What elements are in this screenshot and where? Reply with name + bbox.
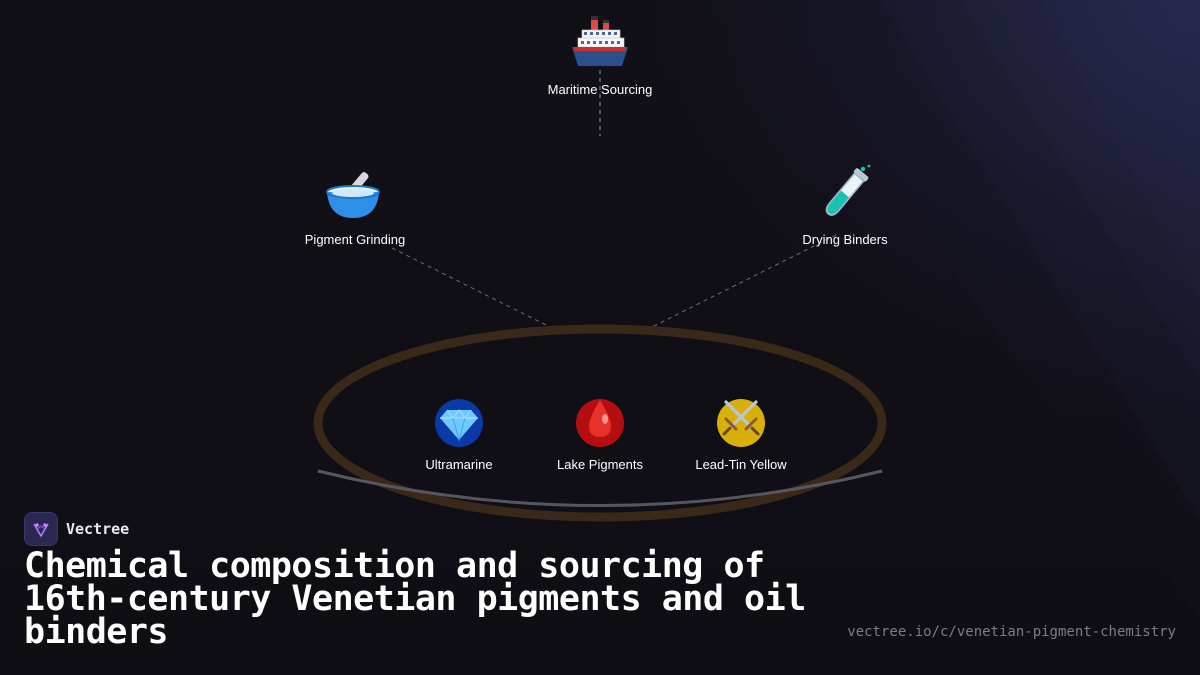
connector-binders (645, 234, 837, 331)
node-pigment-grinding[interactable]: Pigment Grinding (265, 162, 445, 247)
pigment-ultramarine[interactable]: Ultramarine (384, 398, 534, 472)
mortar-bowl-icon (326, 172, 380, 218)
ship-icon (572, 16, 628, 66)
drop-icon (576, 399, 624, 447)
test-tube-icon (825, 164, 871, 216)
pigment-label: Lake Pigments (557, 457, 643, 472)
node-drying-binders[interactable]: Drying Binders (755, 162, 935, 247)
page-title: Chemical composition and sourcing of 16t… (24, 546, 806, 652)
pigment-label: Lead-Tin Yellow (695, 457, 787, 472)
vectree-logo-icon (24, 512, 58, 546)
pigment-lake[interactable]: Lake Pigments (525, 398, 675, 472)
connector-grinding (391, 247, 557, 331)
node-label: Pigment Grinding (304, 232, 406, 247)
pigment-ring-arc (317, 469, 883, 507)
brand-name: Vectree (66, 520, 130, 538)
pigment-lead-tin-yellow[interactable]: Lead-Tin Yellow (666, 398, 816, 472)
gem-icon (435, 399, 483, 447)
pigment-ring (313, 324, 887, 522)
source-url[interactable]: vectree.io/c/venetian-pigment-chemistry (847, 624, 1176, 640)
node-label: Drying Binders (802, 232, 888, 247)
pigment-label: Ultramarine (425, 457, 493, 472)
crossed-swords-icon (717, 399, 765, 447)
node-label: Maritime Sourcing (547, 82, 653, 97)
brand[interactable]: Vectree (24, 512, 129, 546)
node-maritime-sourcing[interactable]: Maritime Sourcing (510, 12, 690, 97)
